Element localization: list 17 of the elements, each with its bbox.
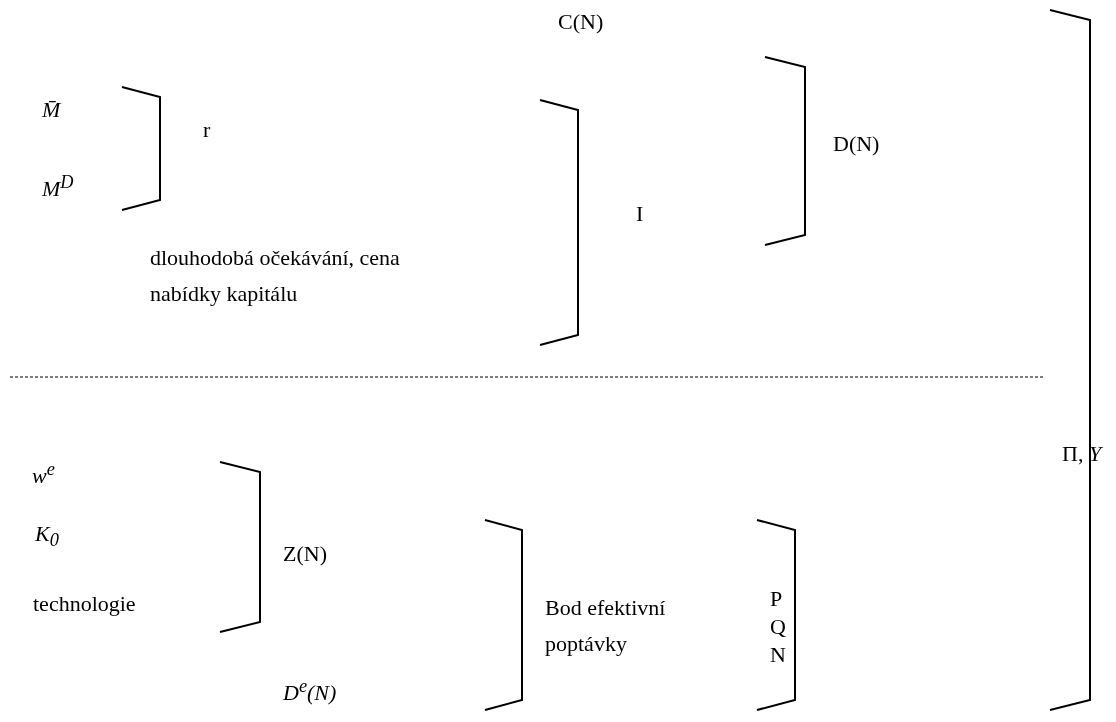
label-text: C(N) (558, 8, 604, 36)
label-text: M$^{D}$ (42, 171, 74, 204)
label-text: I (636, 200, 644, 228)
label-text: Q (770, 613, 786, 641)
label-text: Bod efektivní poptávky (545, 594, 667, 658)
label-text: K$_{0}$ (35, 520, 59, 553)
label-text: technologie (33, 590, 136, 618)
label-text: N (770, 641, 786, 669)
label-text: D(N) (833, 130, 880, 158)
label-text: w$^{e}$ (32, 458, 55, 491)
label-text: M̄ (42, 96, 61, 124)
label-text: P (770, 585, 783, 613)
label-text: r (203, 116, 211, 144)
label-text: dlouhodobá očekávání, cena nabídky kapitálu (150, 244, 400, 308)
label-text: D$^{e}$(N) (283, 675, 337, 708)
label-text: Π, Y (1062, 440, 1102, 468)
label-text: Z(N) (283, 540, 327, 568)
